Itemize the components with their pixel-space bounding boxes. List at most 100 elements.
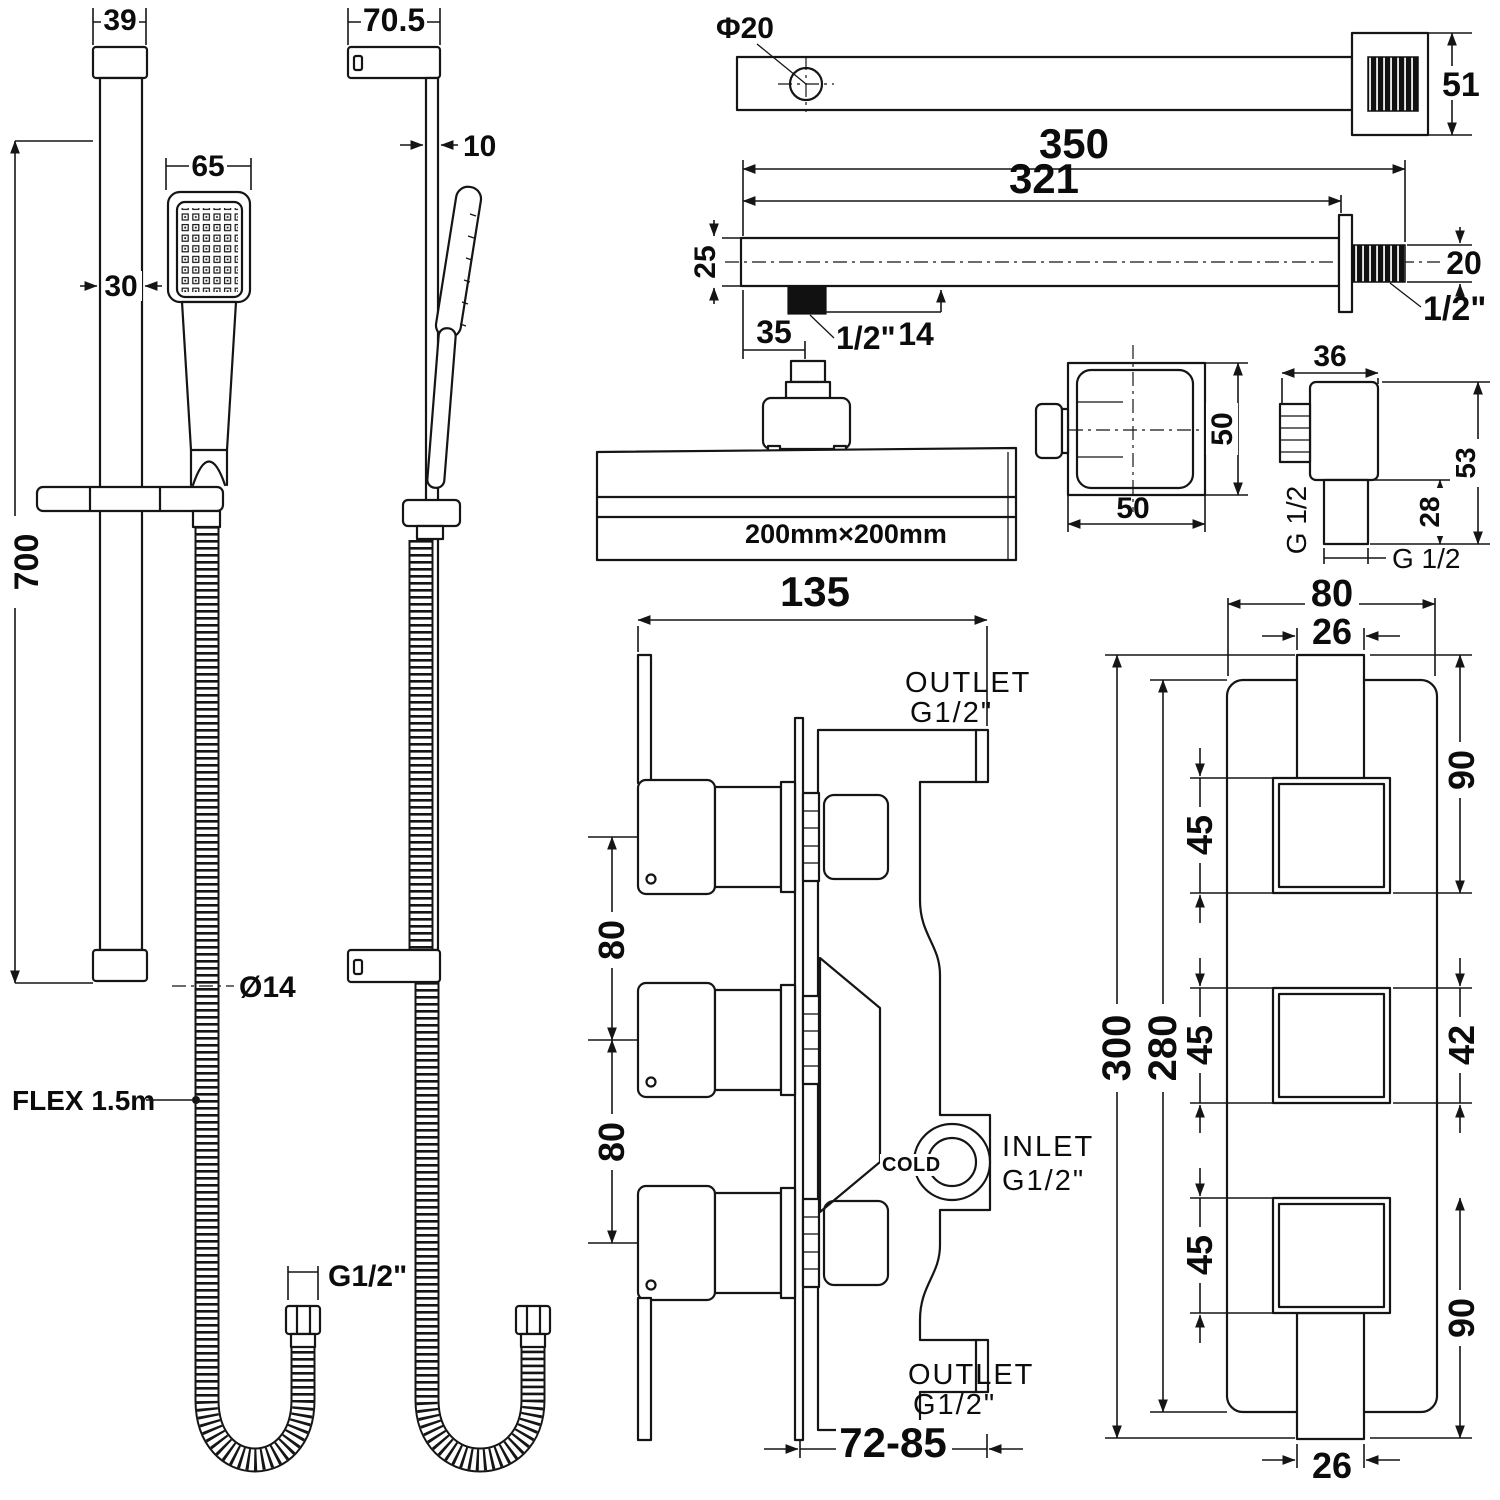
dim-elbow-height: 53 [1450,439,1481,487]
valve-square-handle-3 [1271,1196,1392,1315]
dim-hole-diameter: Φ20 [716,12,774,45]
bracket-slot-2 [352,958,364,976]
elbow-inlet-nipple [1278,402,1312,464]
dim-depth-range: 72-85 [839,1419,946,1466]
arm-bar-top [735,55,1354,112]
bracket-slot [352,54,364,72]
svg-text:25: 25 [689,245,722,278]
outlet-elbow-view: 36 G 1/2 53 28 G 1/2 [1278,340,1490,574]
flange-connector [1034,402,1064,460]
dim-rail-length: 700 [6,516,46,608]
dim-handle-size-2: 45 [1179,1017,1220,1073]
label-outlet-top: OUTLET [905,667,1031,699]
label-outlet-bottom-thread: G1/2" [913,1389,996,1421]
side-bottom-bracket [346,948,442,984]
dim-stem-width-bottom: 26 [1312,1445,1352,1486]
dim-wall-offset: 35 [756,314,792,350]
label-inlet-thread: G1/2" [1002,1165,1085,1197]
svg-text:300: 300 [1095,1015,1139,1082]
hose-nut-side [514,1304,552,1349]
dim-plate-height: 280 [1141,1004,1185,1092]
label-outlet-bottom: OUTLET [908,1359,1034,1391]
dim-stem-offset-top: 90 [1441,742,1482,798]
svg-text:80: 80 [591,920,632,960]
dim-handle-size-3: 45 [1179,1227,1220,1283]
dim-flange-height: 50 [1206,403,1239,455]
svg-text:280: 280 [1141,1015,1185,1082]
dim-stem-offset-bottom: 90 [1441,1290,1482,1346]
hose-side-lower [427,982,533,1460]
dim-outlet-drop: 14 [898,316,934,352]
flange-inner [1075,368,1195,490]
dim-hose-thread: G1/2" [328,1260,407,1293]
svg-text:28: 28 [1414,496,1445,527]
valve-body [816,728,992,1432]
spray-tip-marks [459,213,477,327]
dim-handle-gap: 42 [1441,1017,1482,1073]
svg-text:700: 700 [8,534,46,591]
rail-tube [98,76,144,952]
dim-bracket-width: 39 [103,4,136,37]
handset-side [426,185,483,489]
head-swivel-top [789,359,827,384]
label-head-size: 200mm×200mm [745,519,947,549]
dim-total-length: 350 [1039,120,1109,167]
svg-text:45: 45 [1179,1025,1220,1065]
svg-text:90: 90 [1441,1298,1482,1338]
dim-total-height: 300 [1095,1004,1139,1092]
dim-plate-width: 80 [1311,573,1353,615]
rail-top-bracket [91,45,149,80]
svg-text:45: 45 [1179,815,1220,855]
arm-thread-top [1367,56,1419,112]
dim-elbow-width: 36 [1313,340,1346,373]
head-body [595,446,1018,562]
svg-text:G 1/2: G 1/2 [1281,486,1312,554]
dim-hose-diameter: Ø14 [239,971,296,1004]
label-cold: COLD [882,1154,941,1176]
dim-arm-length: 321 [1009,155,1079,202]
dim-wall-thread: 1/2" [1423,290,1486,328]
dim-handset-width: 65 [191,150,224,183]
dim-arm-height: 25 [688,237,722,287]
dim-stem-width-top: 26 [1312,611,1352,652]
valve-stem-top [1295,653,1366,782]
dim-handle-spacing-top: 80 [591,912,632,968]
dim-rail-width: 30 [104,270,137,303]
valve-square-handle-2 [1271,986,1392,1105]
label-inlet: INLET [1002,1131,1094,1163]
valve-stem-bottom [1295,1311,1366,1441]
dim-elbow-inlet-thread: G 1/2 [1281,486,1312,554]
valve-handle-bottom [636,1184,821,1442]
rail-bottom-bracket [91,948,149,983]
dim-flange-size: 51 [1442,66,1480,104]
valve-side-view: 135 [588,568,1094,1466]
valve-wall-plate [793,716,805,1442]
valve-handle-top [636,653,821,896]
dim-handle-spacing-bottom: 80 [591,1114,632,1170]
valve-front-view: 80 26 90 45 45 42 45 [1095,573,1482,1486]
arm-wall-thread [1351,244,1406,283]
slider-holder-front [35,485,225,529]
dim-rail-depth: 10 [463,130,496,163]
svg-text:80: 80 [591,1122,632,1162]
handset-front [166,190,252,487]
leader-dot [192,1096,200,1104]
side-top-bracket [346,45,442,80]
valve-square-handle-1 [1271,776,1392,895]
dim-flange-width: 50 [1116,492,1149,525]
hose-nut-front [284,1304,322,1349]
dim-valve-width: 135 [780,568,850,615]
dim-handle-size-1: 45 [1179,807,1220,863]
dim-thread-od: 20 [1446,245,1482,281]
dim-outlet-thread: 1/2" [836,320,896,356]
wall-flange-view: 50 50 [1034,345,1248,532]
shower-head-view: 200mm×200mm [595,359,1018,562]
arm-side-view: 350 321 25 35 1/2" 14 20 1/2" [688,120,1486,359]
dim-elbow-stem-length: 28 [1414,488,1445,536]
svg-text:90: 90 [1441,750,1482,790]
svg-text:45: 45 [1179,1235,1220,1275]
elbow-outlet-stem [1322,478,1370,546]
svg-text:53: 53 [1450,447,1481,478]
